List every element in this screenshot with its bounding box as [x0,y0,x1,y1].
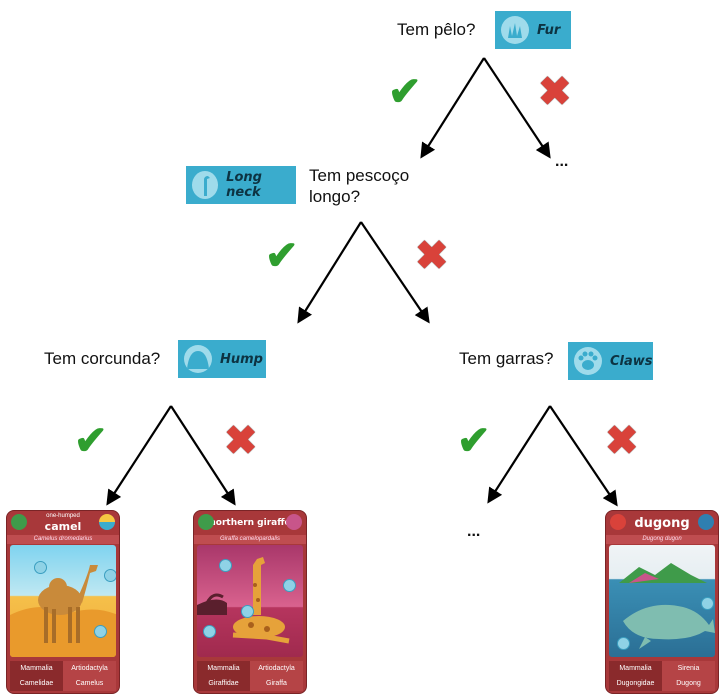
card-camel-class: Mammalia [10,661,63,676]
bubble-icon [617,637,630,650]
check-icon: ✔ [388,70,422,114]
savanna-icon [286,514,302,530]
card-giraffe-family: Giraffidae [197,676,250,691]
card-camel-scientific: Camelus dromedarius [7,535,119,544]
cross-icon: ✖ [415,234,449,278]
arrow-hump-yes [106,405,172,506]
arrow-hump-no [170,405,236,506]
hump-icon [184,345,212,373]
ellipsis-claws-yes: ... [467,523,481,540]
card-dugong-name: dugong [634,515,690,531]
card-giraffe: northern giraffe Giraffa camelopardalis … [193,510,307,694]
question-hump: Tem corcunda? [44,349,161,368]
desert-icon [99,514,115,530]
card-camel-picture [10,545,116,657]
bubble-icon [94,625,107,638]
paw-icon [574,347,602,375]
arrow-claws-no [549,405,618,507]
badge-fur: Fur [495,11,571,49]
cross-icon: ✖ [224,419,258,463]
ocean-icon [698,514,714,530]
check-icon: ✔ [74,419,108,463]
badge-claws: Claws [568,342,653,380]
card-giraffe-picture [197,545,303,657]
ellipsis-no-fur: ... [555,153,569,170]
cross-icon: ✖ [605,419,639,463]
leaf-icon [11,514,27,530]
card-giraffe-scientific: Giraffa camelopardalis [194,535,306,544]
card-giraffe-name: northern giraffe [209,518,291,528]
card-dugong-scientific: Dugong dugon [606,535,718,544]
arrow-claws-yes [487,405,551,504]
card-camel-header: one-humped camel [7,511,119,535]
diet-icon [610,514,626,530]
card-giraffe-order: Artiodactyla [250,661,303,676]
arrow-fur-yes [420,57,485,159]
card-camel: one-humped camel Camelus dromedarius Mam… [6,510,120,694]
bubble-icon [283,579,296,592]
badge-hump: Hump [178,340,266,378]
leaf-icon [198,514,214,530]
badge-hump-label: Hump [220,351,263,367]
badge-claws-label: Claws [610,353,653,369]
badge-long-neck-label: Long neck [226,170,262,200]
badge-long-neck: Long neck [186,166,296,204]
cross-icon: ✖ [538,70,572,114]
question-claws: Tem garras? [459,349,554,368]
check-icon: ✔ [265,234,299,278]
card-giraffe-header: northern giraffe [194,511,306,535]
card-camel-order: Artiodactyla [63,661,116,676]
card-camel-genus: Camelus [63,676,116,691]
long-neck-icon [192,171,219,199]
question-long-neck: Tem pescoço longo? [309,165,409,207]
bubble-icon [219,559,232,572]
card-dugong-header: dugong [606,511,718,535]
bubble-icon [241,605,254,618]
card-camel-subtitle: one-humped [46,513,80,519]
check-icon: ✔ [457,419,491,463]
card-dugong-picture [609,545,715,657]
bubble-icon [104,569,116,582]
bubble-icon [701,597,714,610]
question-fur: Tem pêlo? [397,20,476,39]
fur-icon [501,16,529,44]
question-long-neck-line1: Tem pescoço [309,166,410,185]
card-dugong-genus: Dugong [662,676,715,691]
arrow-neck-no [360,221,430,324]
arrow-fur-no [483,57,551,159]
card-dugong-order: Sirenia [662,661,715,676]
card-dugong-class: Mammalia [609,661,662,676]
card-giraffe-class: Mammalia [197,661,250,676]
bubble-icon [203,625,216,638]
question-long-neck-line2: longo? [309,187,361,206]
card-dugong-family: Dugongidae [609,676,662,691]
arrow-neck-yes [297,221,362,324]
badge-fur-label: Fur [537,22,561,38]
card-camel-family: Camelidae [10,676,63,691]
bubble-icon [34,561,47,574]
card-giraffe-genus: Giraffa [250,676,303,691]
card-camel-name: camel [44,519,82,533]
